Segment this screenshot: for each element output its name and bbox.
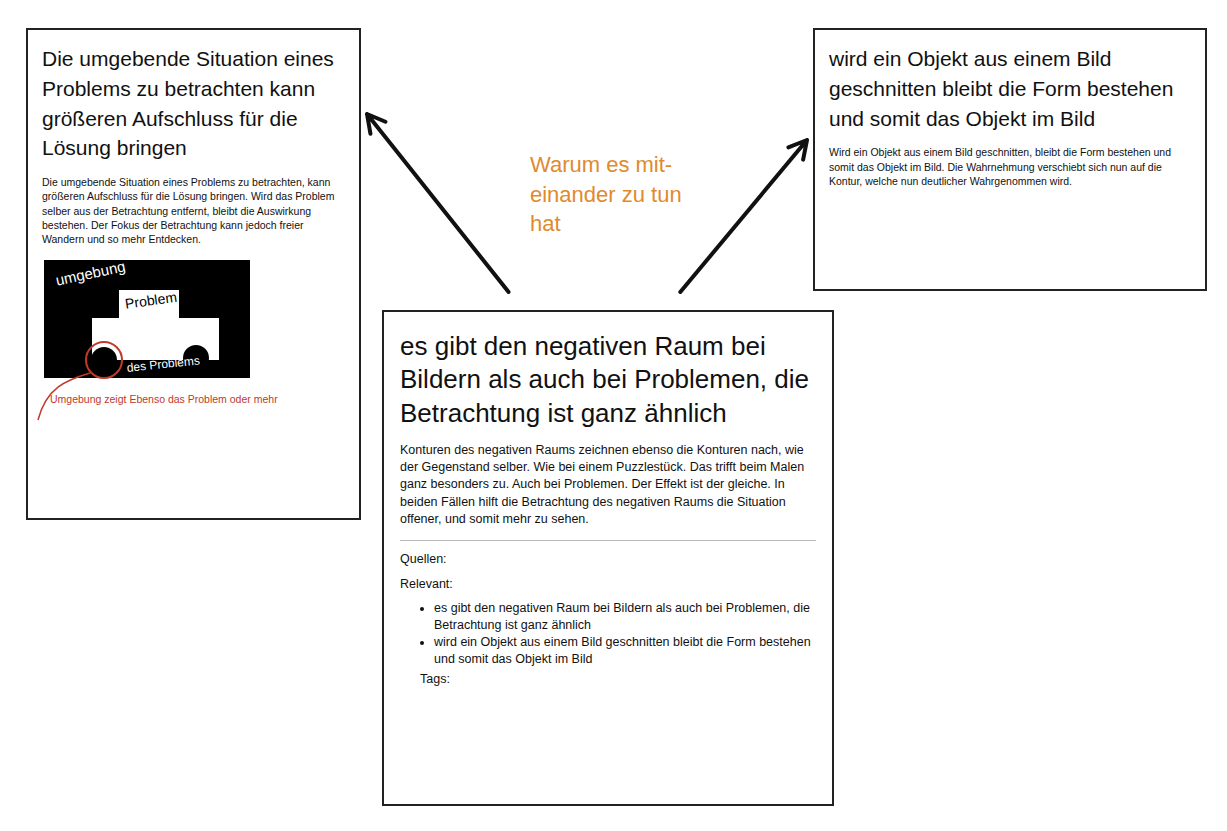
relevant-list: es gibt den negativen Raum bei Bildern a… xyxy=(400,600,816,669)
illustration-note: Umgebung zeigt Ebenso das Problem oder m… xyxy=(50,392,345,406)
annotation: Warum es mit- einander zu tun hat xyxy=(530,150,708,239)
connector-line xyxy=(367,114,509,292)
connector-line xyxy=(680,140,807,292)
connector-arrow xyxy=(680,140,807,292)
note-card: es gibt den negativen Raum bei Bildern a… xyxy=(382,310,834,806)
illustration: umgebungProblemdes Problems xyxy=(44,260,250,378)
note-card: Die umgebende Situation eines Problems z… xyxy=(26,28,361,520)
relevant-item: wird ein Objekt aus einem Bild geschnitt… xyxy=(434,634,816,669)
card-title: Die umgebende Situation eines Problems z… xyxy=(42,44,345,163)
relevant-item: es gibt den negativen Raum bei Bildern a… xyxy=(434,600,816,635)
card-title: es gibt den negativen Raum bei Bildern a… xyxy=(400,330,816,430)
card-title: wird ein Objekt aus einem Bild geschnitt… xyxy=(829,44,1191,133)
card-body: Die umgebende Situation eines Problems z… xyxy=(42,175,345,246)
section-label: Quellen: xyxy=(400,551,816,568)
connector-arrow xyxy=(367,114,509,292)
note-card: wird ein Objekt aus einem Bild geschnitt… xyxy=(813,28,1207,291)
card-body: Wird ein Objekt aus einem Bild geschnitt… xyxy=(829,145,1191,188)
divider xyxy=(400,540,816,541)
tags-label: Tags: xyxy=(400,671,816,688)
section-label: Relevant: xyxy=(400,576,816,593)
card-body: Konturen des negativen Raums zeichnen eb… xyxy=(400,442,816,528)
